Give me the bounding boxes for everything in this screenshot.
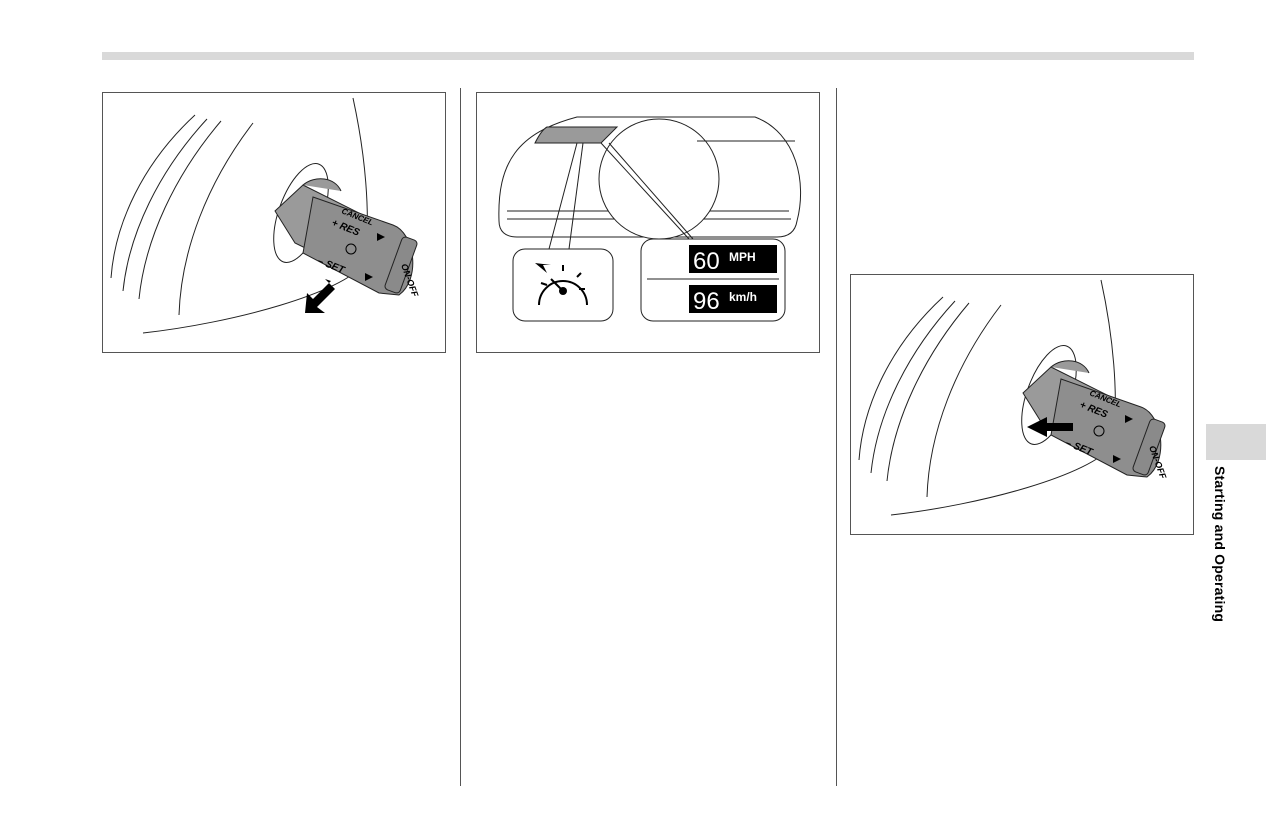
arrow-left-icon [1027,417,1073,437]
res-triangle-icon [1125,415,1133,423]
header-rule [102,52,1194,60]
speed-mph-unit: MPH [729,250,756,264]
speed-display-mph [689,245,777,273]
set-triangle-icon [1113,455,1121,463]
cruise-icon [1093,425,1105,437]
cruise-speedometer-icon [535,263,588,306]
speed-kmh-unit: km/h [729,290,757,304]
lever-push-illustration: ON-OFF CANCEL + RES – SET [110,97,420,334]
set-triangle-icon [365,273,373,281]
speed-kmh-value: 96 [693,288,720,315]
section-tab-label: Starting and Operating [1212,466,1228,623]
lever-pull-illustration: ON-OFF CANCEL + RES – SET [858,279,1168,516]
arrow-down-icon [305,279,335,313]
cruise-icon [345,243,357,255]
column-divider-2 [836,88,837,786]
figure-instrument-cluster: 60 MPH 96 km/h [476,92,820,353]
speed-display-kmh [689,285,777,313]
figure-lever-push-down: ON-OFF CANCEL + RES – SET [102,92,446,353]
res-triangle-icon [377,233,385,241]
speed-mph-value: 60 [693,248,720,275]
column-divider-1 [460,88,461,786]
figure-lever-pull: ON-OFF CANCEL + RES – SET [850,274,1194,535]
cluster-illustration: 60 MPH 96 km/h [498,116,802,322]
section-tab [1206,424,1266,460]
